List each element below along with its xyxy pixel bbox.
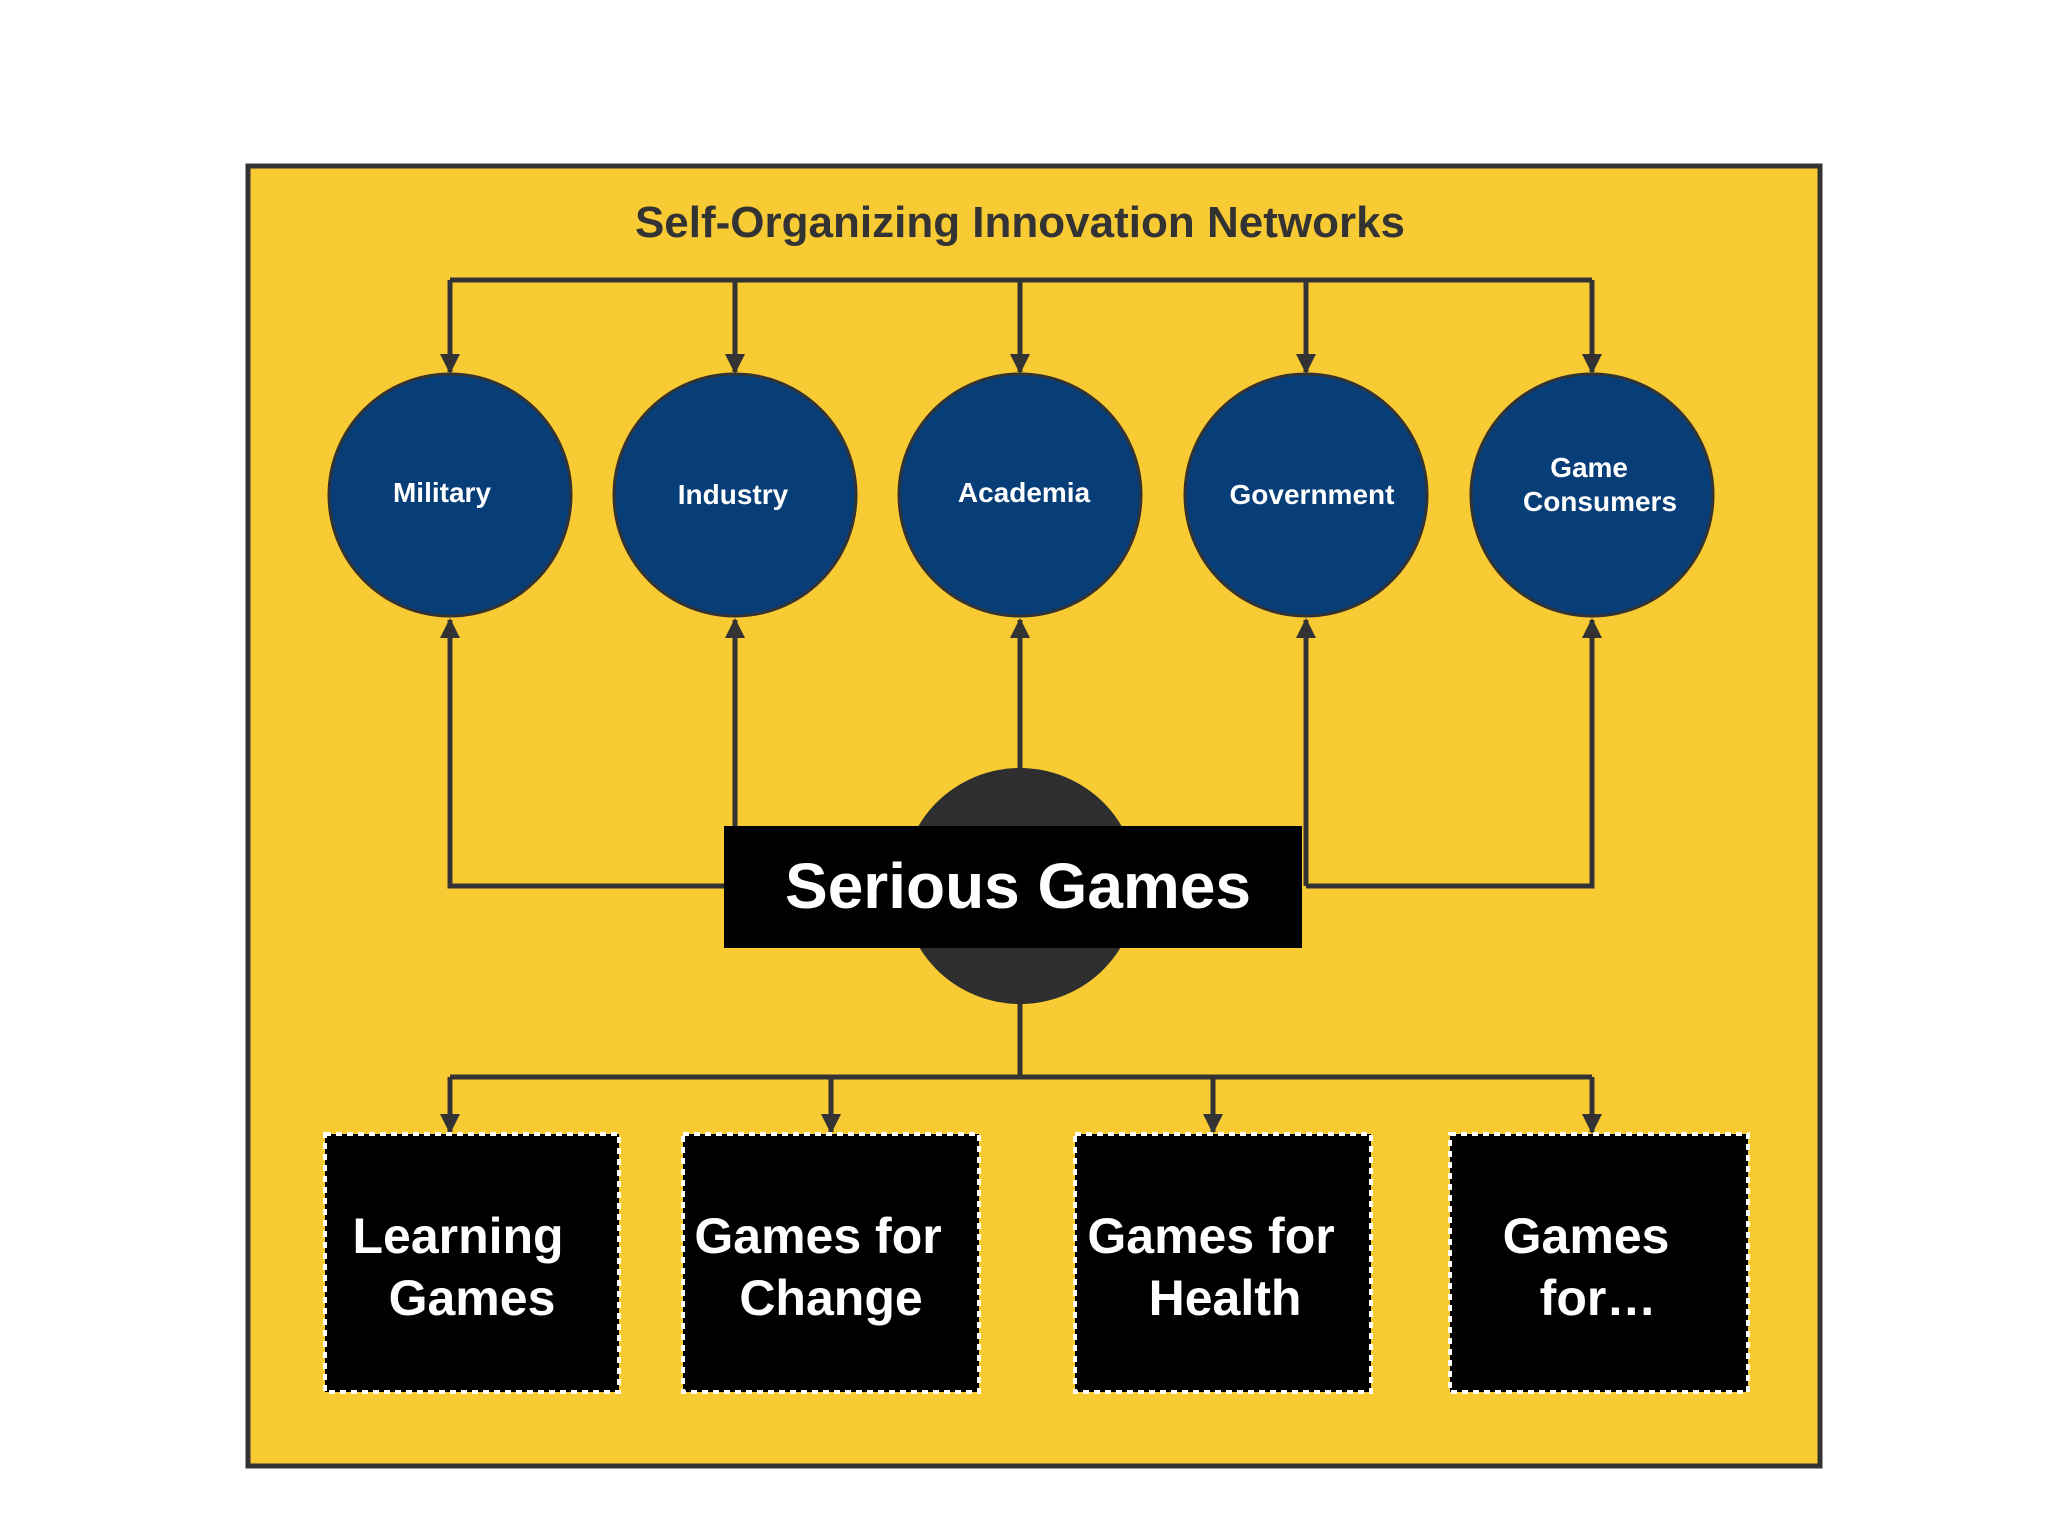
diagram-title: Self-Organizing Innovation Networks (635, 198, 1405, 247)
category-label-games-for-more: Games for… (1503, 1208, 1684, 1326)
category-label-games-for-change: Games for Change (694, 1208, 955, 1326)
sector-label-industry: Industry (678, 479, 789, 510)
sector-label-academia: Academia (958, 477, 1091, 508)
category-label-games-for-health: Games for Health (1087, 1208, 1348, 1326)
connector-lines (440, 277, 1602, 1134)
sector-label-game-consumers: Game Consumers (1523, 452, 1677, 517)
sector-node-government: Government (1183, 372, 1429, 618)
category-box-games-for-change: Games for Change (681, 1132, 981, 1394)
category-label-learning-games: Learning Games (352, 1208, 577, 1326)
sector-label-military: Military (393, 477, 491, 508)
serious-games-hub: Serious Games (724, 768, 1302, 1004)
arrow-hub-to-military (440, 618, 735, 889)
arrow-hub-to-game-consumers (1306, 618, 1602, 889)
sector-node-game-consumers: Game Consumers (1469, 372, 1715, 618)
sector-node-academia: Academia (897, 372, 1143, 618)
category-box-learning-games: Learning Games (323, 1132, 621, 1394)
category-box-games-for-more: Games for… (1448, 1132, 1750, 1394)
sector-node-industry: Industry (612, 372, 858, 618)
sector-label-government: Government (1230, 479, 1395, 510)
hub-label: Serious Games (785, 850, 1251, 922)
sector-node-military: Military (327, 372, 573, 618)
category-box-games-for-health: Games for Health (1073, 1132, 1373, 1394)
hub-label-box (724, 826, 1302, 948)
